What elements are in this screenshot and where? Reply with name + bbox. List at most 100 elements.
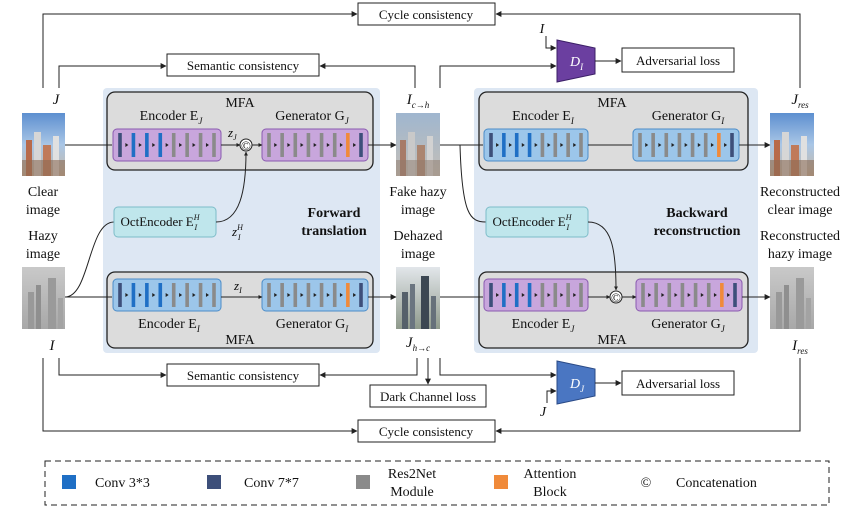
fwd-gen-top-flow-arrow [339,143,343,147]
z-I: z [233,278,239,293]
fwd-gen-top-layer-attention [346,133,350,157]
oct-forward-sub: I [194,223,198,232]
svg-text:zI: zI [233,278,242,295]
svg-text:Generator GI: Generator GI [652,109,726,126]
legend: Conv 3*3 Conv 7*7 Res2Net Module Attenti… [44,460,830,506]
bwd-enc-top-layer-conv7 [489,133,493,157]
adversarial-loss-top-label: Adversarial loss [636,53,720,68]
z-J-sub: J [233,133,237,142]
z-J: z [227,125,233,140]
fwd-enc-bottom-layer-res2net [171,283,176,307]
bwd-gen-bottom-layer-res2net [641,283,645,307]
bwd-gen-bottom-flow-arrow [648,293,652,297]
legend-concat-symbol: © [641,476,652,491]
fwd-gen-top-layer-res2net [319,133,324,157]
image-recon-hazy [770,267,814,329]
cycle-consistency-top-box [357,2,496,26]
fwd-gen-bottom-layer-res2net [306,283,311,307]
discriminator-dJ [556,360,596,405]
disc-bottom-sub: J [580,384,585,394]
bwd-gen-top-layer-res2net [664,133,669,157]
fwd-enc-top-flow-arrow [205,143,209,147]
fwd-enc-bottom-flow-arrow [205,293,209,297]
legend-concat-label: Concatenation [676,476,757,491]
fwd-gen-top-layer-res2net [280,133,284,157]
fwd-gen-bottom-layer-res2net [293,283,298,307]
fwd-enc-bottom-flow-arrow [165,293,169,297]
bwd-enc-top-layer-res2net [566,133,570,157]
disc-bottom-input: J [540,405,547,420]
bwd-gen-top-flow-arrow [684,143,688,147]
layer-bars [118,133,737,307]
svg-text:Encoder EJ: Encoder EJ [512,317,576,334]
fwd-enc-bottom-layer-conv3 [145,283,149,307]
fwd-enc-top: Encoder E [140,109,199,124]
fwd-gen-top-sub: J [345,116,350,126]
fwd-gen-bottom-flow-arrow [313,293,317,297]
svg-text:DJ: DJ [569,377,585,394]
legend-conv7-label: Conv 7*7 [244,476,299,491]
concat-forward-symbol: © [241,138,251,153]
legend-attention-line2: Block [533,485,566,500]
fwd-enc-top-flow-arrow [152,143,156,147]
mfa-forward-bottom-label: MFA [225,333,255,348]
label-I: I [49,338,56,354]
z-oct-sub: I [237,233,241,242]
svg-text:Encoder EI: Encoder EI [138,317,201,334]
disc-top-label: D [569,55,580,70]
bwd-gen-top-flow-arrow [697,143,701,147]
semantic-consistency-top-label: Semantic consistency [187,58,300,73]
clear-image-line1: Clear [28,185,59,200]
fwd-gen-bottom-layer-res2net [332,283,337,307]
bwd-gen-top-layer-res2net [638,133,642,157]
mfa-backward-bottom-label: MFA [597,333,627,348]
clear-image-line2: image [26,203,60,218]
adversarial-loss-top-box [621,47,735,73]
fwd-enc-top-sub: J [198,116,203,126]
dehazed-line1: Dehazed [394,229,443,244]
svg-text:Jh→c: Jh→c [406,335,430,353]
bwd-gen-bottom-flow-arrow [674,293,678,297]
svg-text:Ires: Ires [791,338,808,356]
svg-text:OctEncoder EHI: OctEncoder EHI [492,213,572,232]
bwd-gen-top-flow-arrow [671,143,675,147]
recon-hazy-line2: hazy image [768,247,832,262]
top-losses: Cycle consistency Semantic consistency I… [42,2,801,88]
legend-conv7-swatch [207,475,221,489]
bwd-enc-bottom-layer-conv7 [489,283,493,307]
fwd-gen-bottom-layer-res2net [280,283,284,307]
bwd-enc-top: Encoder E [512,109,571,124]
bwd-gen-top-layer-res2net [677,133,682,157]
bwd-enc-top-layer-conv3 [527,133,532,157]
fwd-enc-bottom-sub: I [196,324,201,334]
bwd-gen-bottom: Generator G [651,317,721,332]
svg-text:Encoder EI: Encoder EI [512,109,575,126]
bwd-gen-top-flow-arrow [710,143,714,147]
fwd-gen-bottom-flow-arrow [339,293,343,297]
fwd-gen-bottom-flow-arrow [274,293,278,297]
fwd-enc-top-flow-arrow [125,143,129,147]
bwd-gen-bottom-flow-arrow [661,293,665,297]
fwd-gen-top-layer-res2net [293,133,298,157]
bwd-gen-top: Generator G [652,109,722,124]
bwd-enc-bottom-flow-arrow [573,293,577,297]
bwd-gen-top-sub: I [720,116,725,126]
hazy-image-line2: image [26,247,60,262]
fwd-enc-bottom-flow-arrow [192,293,196,297]
fwd-enc-top-layer-conv3 [145,133,149,157]
semantic-consistency-top-box [166,53,320,77]
bwd-gen-bottom-layer-attention [720,283,724,307]
backward-title-line2: reconstruction [654,224,741,239]
hazy-image-line1: Hazy [28,229,58,244]
svg-text:OctEncoder EHI: OctEncoder EHI [120,213,200,232]
svg-text:DI: DI [569,55,584,72]
fwd-enc-bottom-flow-arrow [179,293,183,297]
label-I-res: I [791,338,798,354]
bwd-enc-bottom-flow-arrow [508,293,512,297]
discriminator-dI [556,39,596,83]
bwd-gen-bottom-layer-conv7 [733,283,737,307]
fwd-enc-bottom-flow-arrow [138,293,142,297]
label-J-res-sub: res [798,100,809,110]
fwd-enc-bottom-layer-conv7 [118,283,122,307]
fwd-enc-top-flow-arrow [165,143,169,147]
